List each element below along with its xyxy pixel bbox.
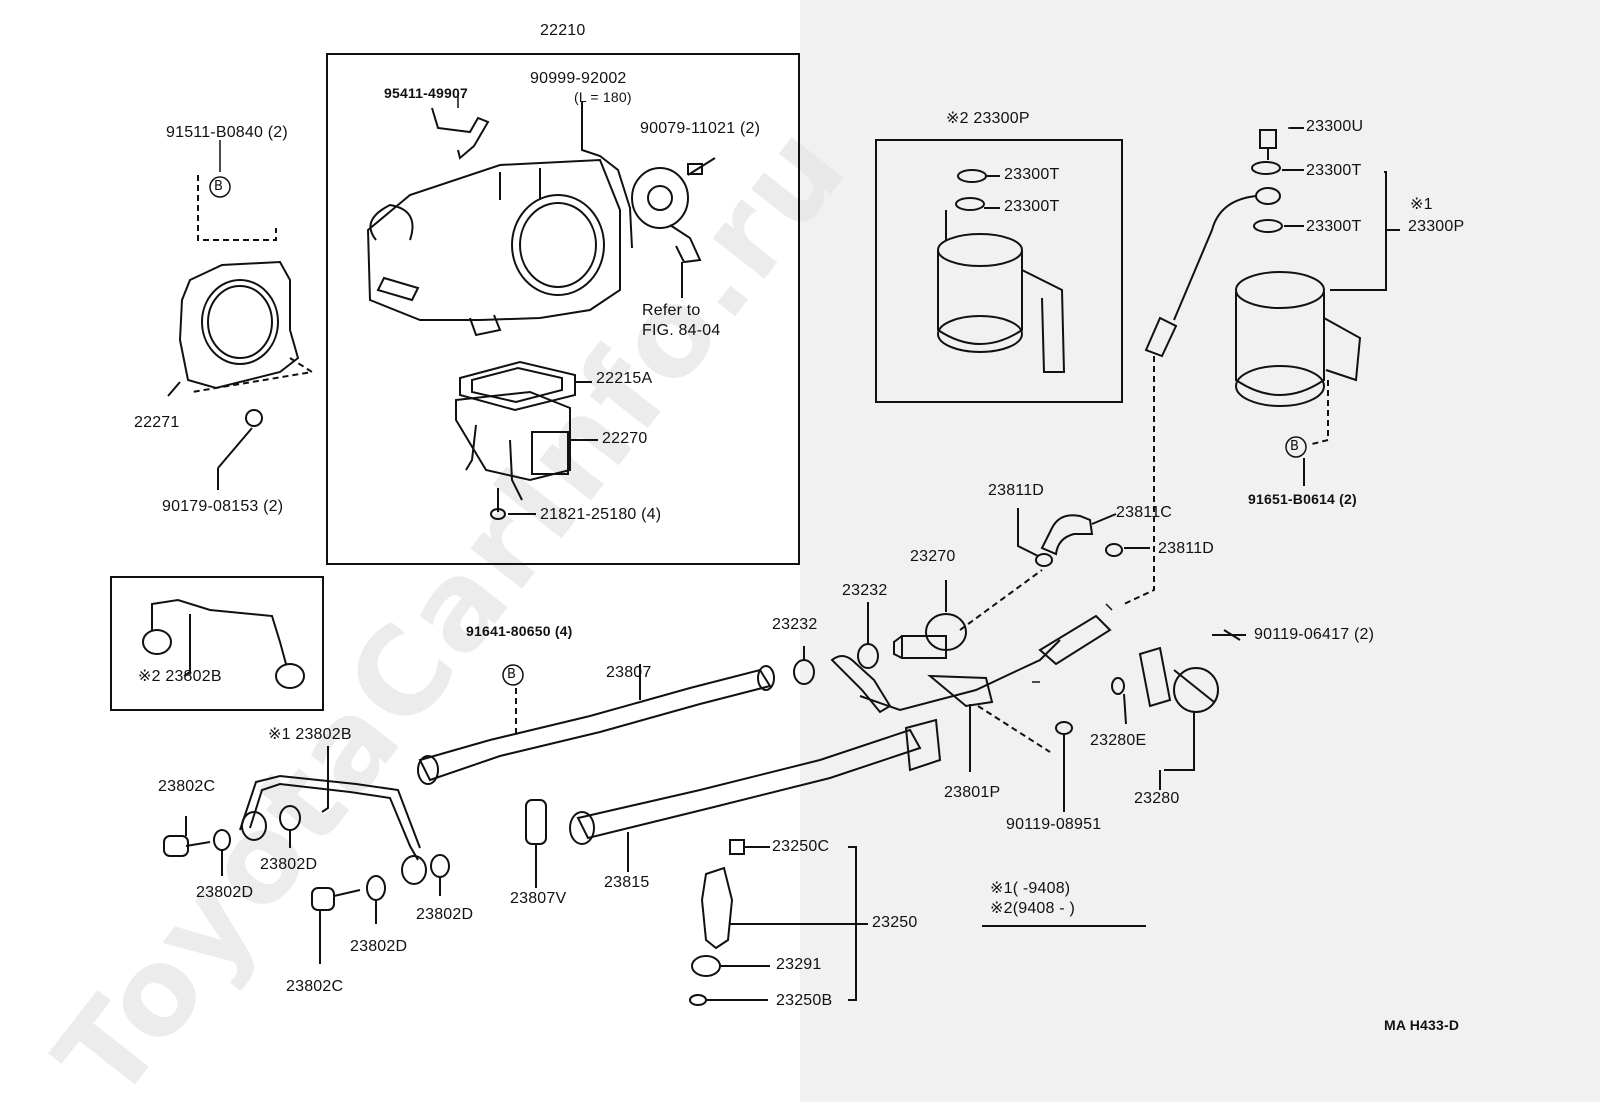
label-95411-49907: 95411-49907: [384, 85, 468, 101]
label-22270: 22270: [602, 430, 648, 447]
label-23300T-b: 23300T: [1004, 198, 1060, 215]
bolt-90119-08951: [1055, 721, 1073, 812]
legend-row-2: ※2(9408 - ): [990, 900, 1075, 917]
label-23807: 23807: [606, 664, 652, 681]
label-23802D-a: 23802D: [260, 856, 318, 873]
pipe-guide-line: [1123, 356, 1155, 605]
label-23270: 23270: [910, 548, 956, 565]
throttle-sensor: [631, 157, 716, 298]
label-90119-06417: 90119-06417 (2): [1254, 626, 1375, 643]
gasket-23232-a: [857, 602, 879, 669]
fuel-pipe-23802B-2: [142, 598, 305, 689]
label-23815: 23815: [604, 874, 650, 891]
label-90179-08153: 90179-08153 (2): [162, 498, 284, 515]
throttle-body-frame: [326, 53, 800, 565]
label-23807V: 23807V: [510, 890, 567, 907]
label-23300P-1-mark: ※1: [1410, 196, 1433, 213]
label-23801P: 23801P: [944, 784, 1001, 801]
label-90999-length: (L = 180): [574, 89, 632, 105]
clip-23811D-a: [1017, 508, 1053, 567]
label-91641-80650: 91641-80650 (4): [466, 623, 573, 639]
background-shade: [800, 0, 1600, 1102]
label-90119-08951: 90119-08951: [1006, 816, 1102, 833]
label-23300T-c: 23300T: [1306, 162, 1362, 179]
fuel-pipe-2-frame: [110, 576, 324, 711]
label-91651-B0614: 91651-B0614 (2): [1248, 491, 1357, 507]
leader-lines: [219, 94, 1304, 683]
label-23802B-2: ※2 23802B: [138, 668, 222, 685]
insulator-23807V: [525, 799, 547, 888]
bolt-90179: [217, 409, 263, 490]
label-23232-a: 23232: [842, 582, 888, 599]
label-23250B: 23250B: [776, 992, 833, 1009]
iac-valve-22270: [455, 390, 598, 501]
label-23250C: 23250C: [772, 838, 830, 855]
delivery-pipe-23807: [417, 664, 775, 785]
label-90999-92002: 90999-92002: [530, 70, 627, 87]
bolt-marker-b-1: B: [214, 179, 224, 194]
label-23300T-a: 23300T: [1004, 166, 1060, 183]
label-refer-to: Refer to: [642, 302, 701, 319]
clip-23811D-b: [1105, 543, 1150, 557]
label-23280E: 23280E: [1090, 732, 1147, 749]
label-23232-b: 23232: [772, 616, 818, 633]
legend-row-1: ※1( -9408): [990, 880, 1071, 897]
gasket-23232-b: [793, 646, 815, 685]
hose-95411: [431, 107, 490, 160]
label-23280: 23280: [1134, 790, 1180, 807]
label-23802C-b: 23802C: [286, 978, 344, 995]
fuel-pipe-23802B-1: [239, 746, 427, 885]
fuel-filter-2: [937, 169, 1066, 373]
label-22215A: 22215A: [596, 370, 653, 387]
label-21821-25180: 21821-25180 (4): [540, 506, 662, 523]
return-pipe-23801P: [830, 614, 1112, 772]
fuel-filter-1: [1144, 127, 1400, 486]
damper-23280: [1111, 629, 1246, 790]
gasket-22271: [167, 175, 315, 397]
throttle-body-22210: [366, 158, 621, 337]
bolt-21821: [490, 488, 536, 520]
label-22210: 22210: [540, 22, 586, 39]
label-90079-11021: 90079-11021 (2): [640, 120, 761, 137]
fuel-filter-2-frame: [875, 139, 1123, 403]
label-22271: 22271: [134, 414, 180, 431]
delivery-pipe-23815: [569, 718, 942, 872]
label-23300P-1: 23300P: [1408, 218, 1465, 235]
label-23300T-d: 23300T: [1306, 218, 1362, 235]
label-23811D-a: 23811D: [988, 482, 1045, 499]
label-23300U: 23300U: [1306, 118, 1364, 135]
label-refer-fig: FIG. 84-04: [642, 322, 721, 339]
injector-23250: [689, 839, 868, 1006]
label-23802D-b: 23802D: [196, 884, 254, 901]
bolt-marker-b-2: B: [1290, 439, 1300, 454]
iac-gasket-22215A: [459, 360, 592, 412]
regulator-23270: [893, 569, 1043, 659]
hose-90999: [581, 102, 633, 249]
union-bolt-23802C-b: [311, 875, 386, 964]
union-bolt-23802C-a: [163, 805, 450, 896]
label-23250: 23250: [872, 914, 918, 931]
hose-23811C: [1040, 513, 1117, 556]
label-23811D-b: 23811D: [1158, 540, 1215, 557]
label-91511-B0840: 91511-B0840 (2): [166, 124, 288, 141]
label-23811C: 23811C: [1116, 504, 1173, 521]
label-23300P-2: ※2 23300P: [946, 110, 1030, 127]
label-23802D-c: 23802D: [416, 906, 474, 923]
label-23802C-a: 23802C: [158, 778, 216, 795]
bolt-markers: [209, 176, 1307, 686]
label-23802D-d: 23802D: [350, 938, 408, 955]
diagram-code: MA H433-D: [1384, 1017, 1460, 1033]
bolt-marker-b-3: B: [507, 667, 517, 682]
label-23802B-1: ※1 23802B: [268, 726, 352, 743]
label-23291: 23291: [776, 956, 822, 973]
